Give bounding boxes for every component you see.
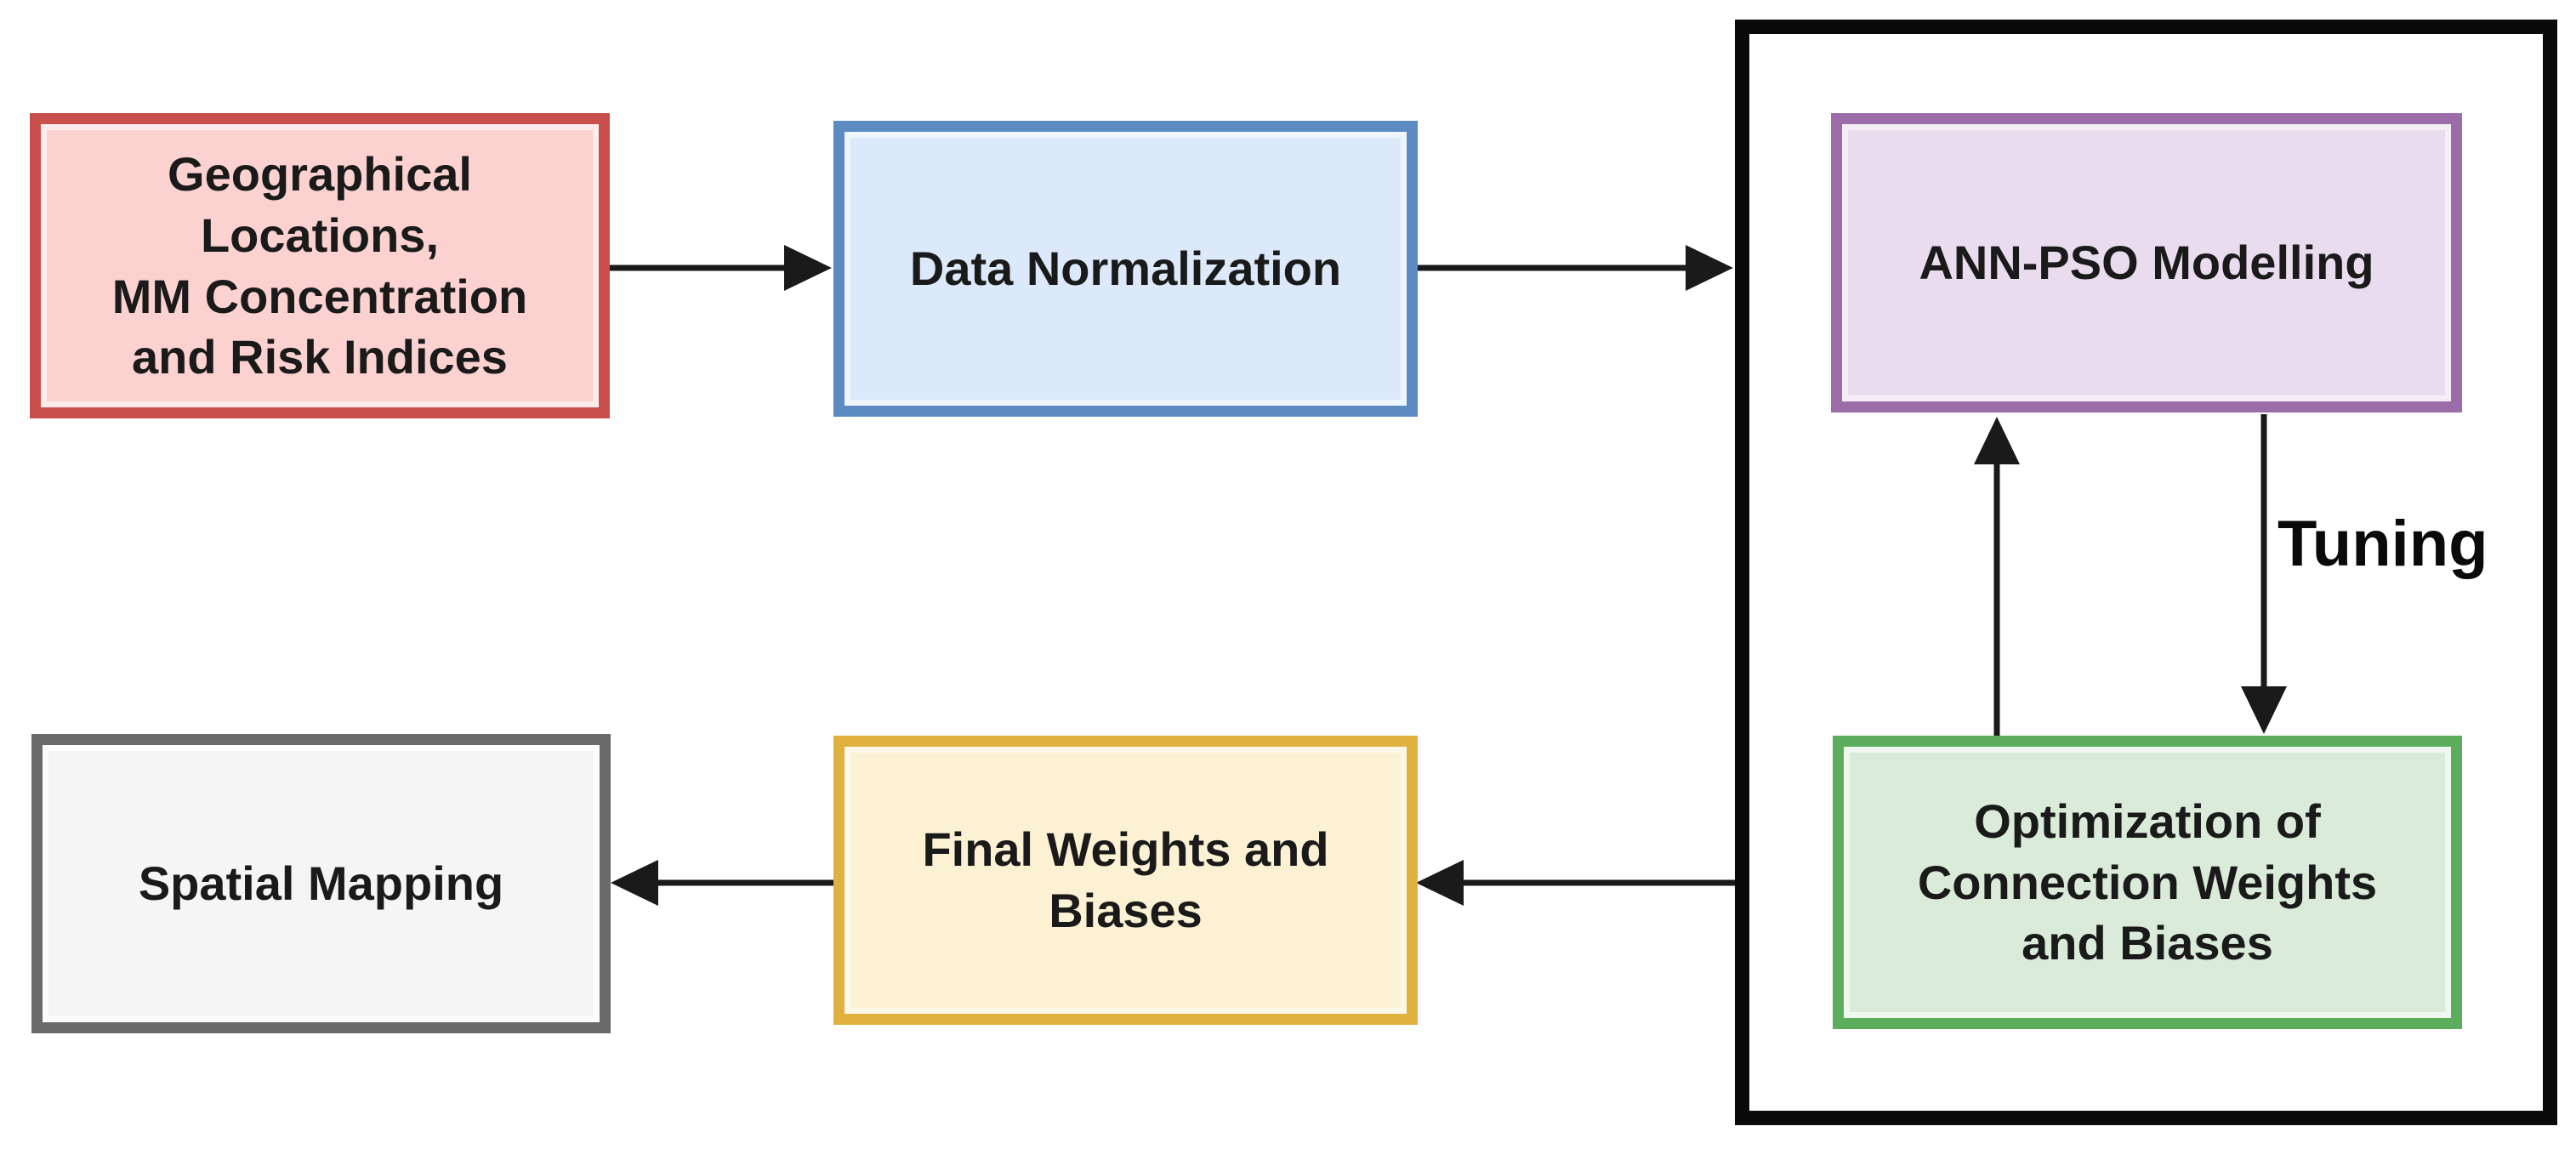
node-final-weights-label: Final Weights and Biases bbox=[922, 822, 1329, 937]
arrow-normalization-to-container bbox=[1418, 245, 1733, 291]
arrow-final-weights-to-spatial bbox=[611, 860, 833, 906]
node-optimization-label: Optimization of Connection Weights and B… bbox=[1917, 793, 2378, 970]
node-geographical-inputs-label: Geographical Locations, MM Concentration… bbox=[111, 147, 528, 384]
arrow-container-to-final-weights bbox=[1416, 860, 1735, 906]
tuning-edge-label: Tuning bbox=[2277, 508, 2488, 580]
arrow-geo-to-normalization bbox=[610, 245, 832, 291]
node-final-weights: Final Weights and Biases bbox=[833, 736, 1418, 1025]
node-ann-pso-modelling-label: ANN-PSO Modelling bbox=[1919, 236, 2374, 290]
node-spatial-mapping-label: Spatial Mapping bbox=[138, 856, 504, 911]
node-data-normalization-label: Data Normalization bbox=[909, 242, 1342, 296]
node-geographical-inputs: Geographical Locations, MM Concentration… bbox=[30, 113, 610, 418]
node-spatial-mapping: Spatial Mapping bbox=[31, 734, 611, 1033]
node-data-normalization: Data Normalization bbox=[833, 121, 1418, 417]
node-optimization: Optimization of Connection Weights and B… bbox=[1833, 736, 2462, 1029]
node-ann-pso-modelling: ANN-PSO Modelling bbox=[1831, 113, 2462, 412]
ann-pso-loop-container bbox=[1735, 20, 2557, 1125]
